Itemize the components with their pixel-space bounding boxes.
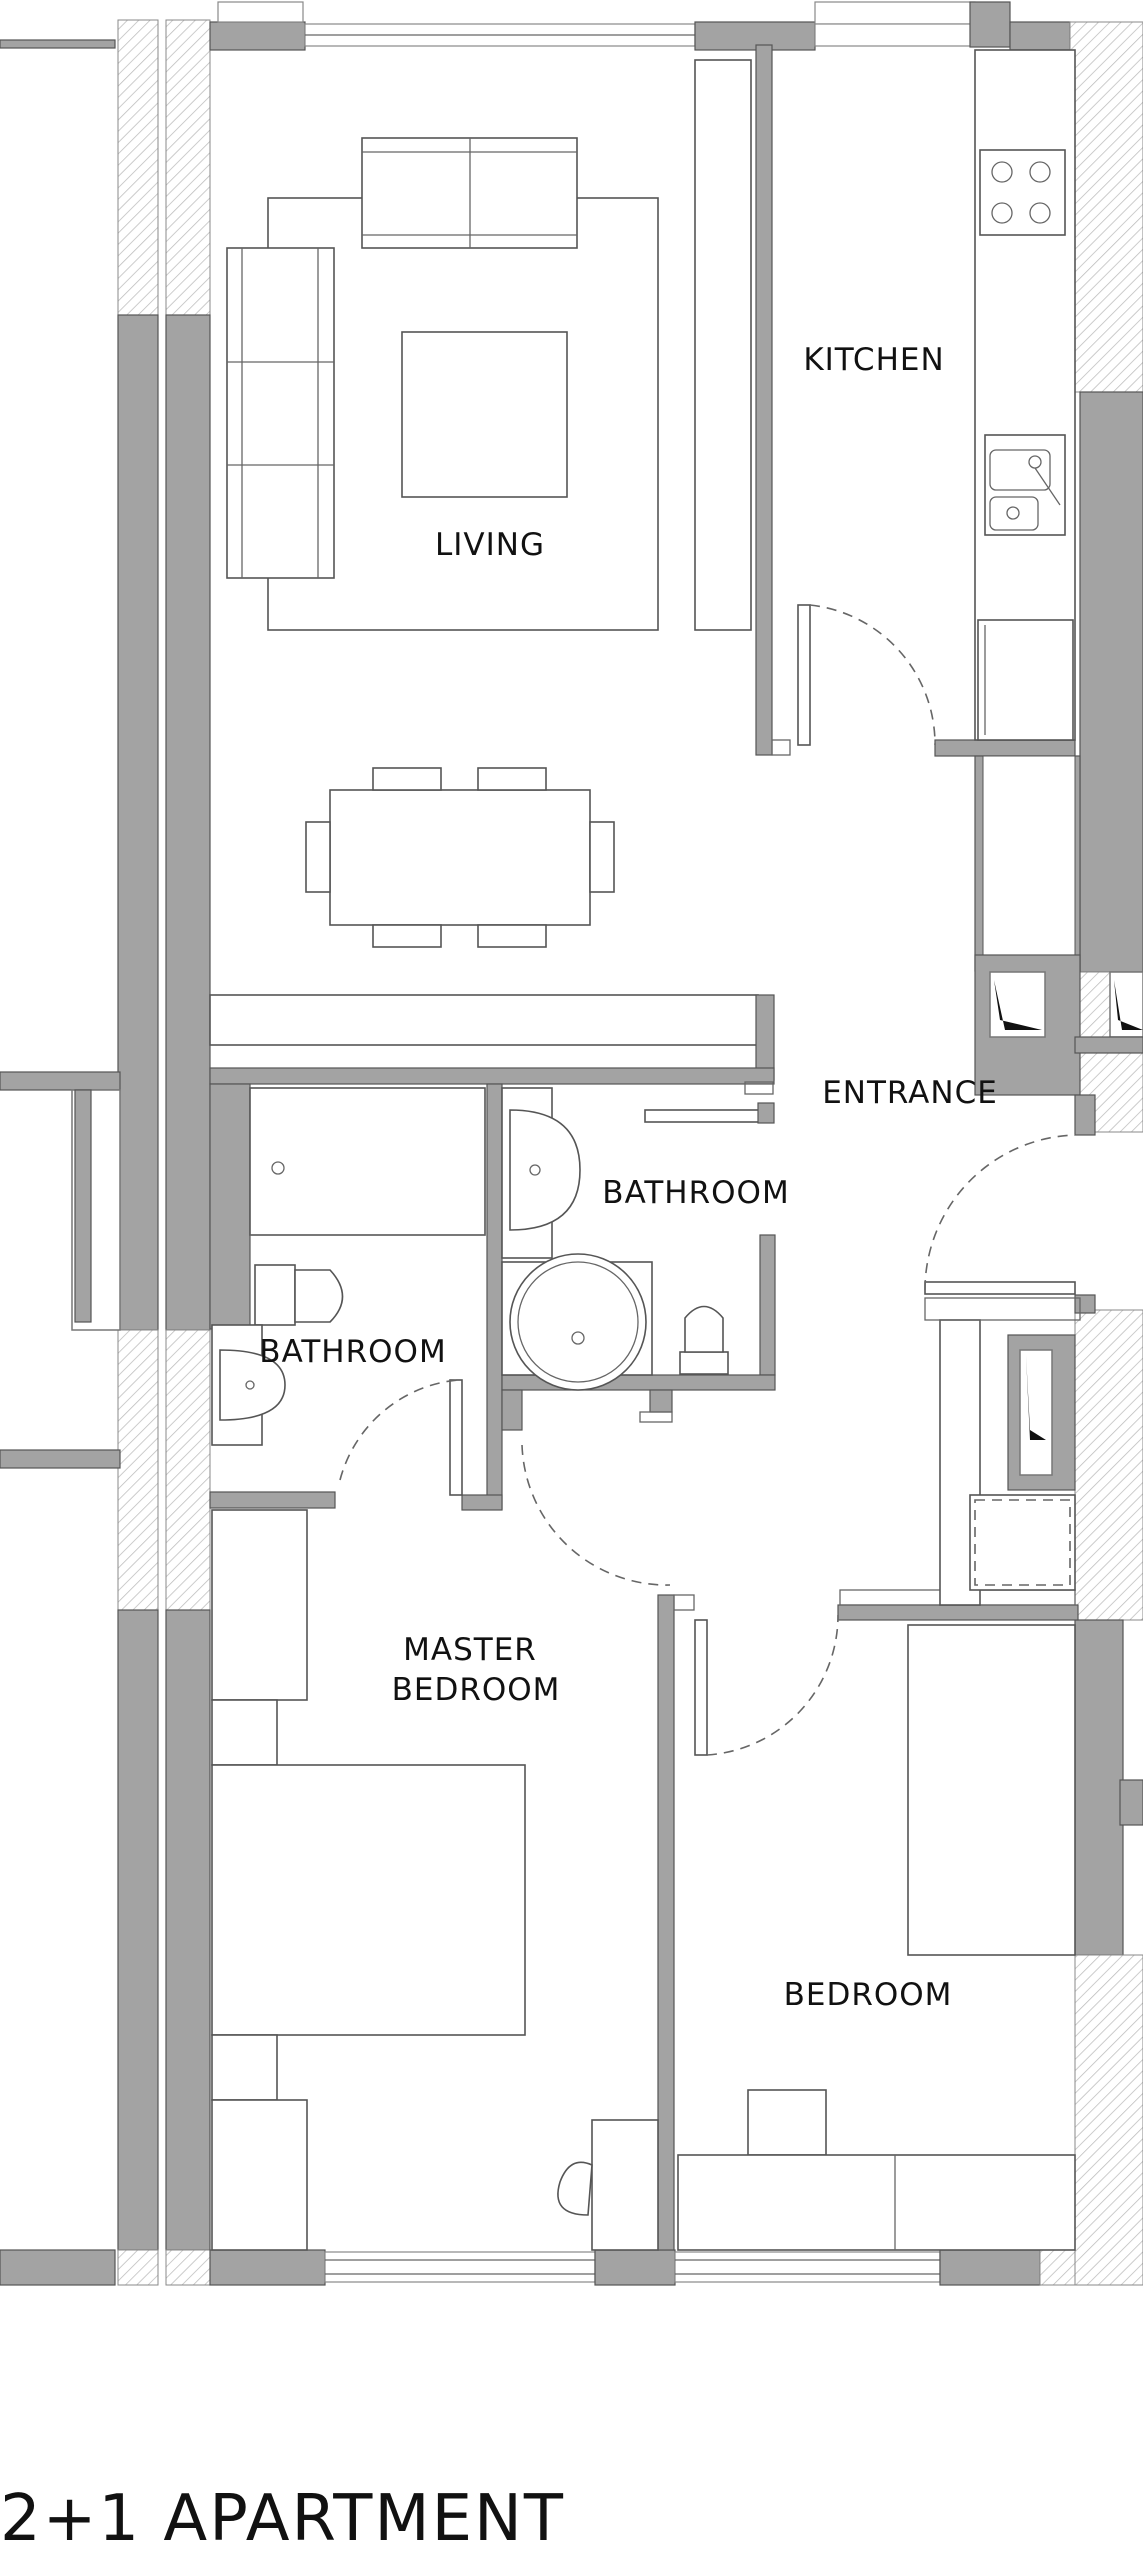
label-bathroom-left: BATHROOM xyxy=(259,1334,446,1370)
master-bedroom-furniture xyxy=(211,1509,659,2251)
left-bathroom-fixtures xyxy=(211,1087,486,1446)
label-bedroom: BEDROOM xyxy=(784,1977,953,2013)
label-master-bedroom-line1: MASTER xyxy=(403,1632,537,1668)
right-exterior-walls xyxy=(1074,1294,1143,2286)
living-furniture xyxy=(226,137,659,948)
plan-title: 2+1 APARTMENT xyxy=(0,2482,565,2556)
label-kitchen: KITCHEN xyxy=(803,342,944,378)
label-entrance: ENTRANCE xyxy=(822,1075,998,1111)
label-bathroom-right: BATHROOM xyxy=(602,1175,789,1211)
label-living: LIVING xyxy=(435,527,545,563)
bottom-wall xyxy=(209,2249,1076,2286)
bedroom-furniture xyxy=(677,1624,1076,2251)
label-master-bedroom-line2: BEDROOM xyxy=(392,1672,561,1708)
doors xyxy=(339,604,1076,1756)
right-bathroom-fixtures xyxy=(501,1087,729,1391)
left-exterior-walls xyxy=(0,19,211,2286)
kitchen-furniture xyxy=(694,49,1076,741)
